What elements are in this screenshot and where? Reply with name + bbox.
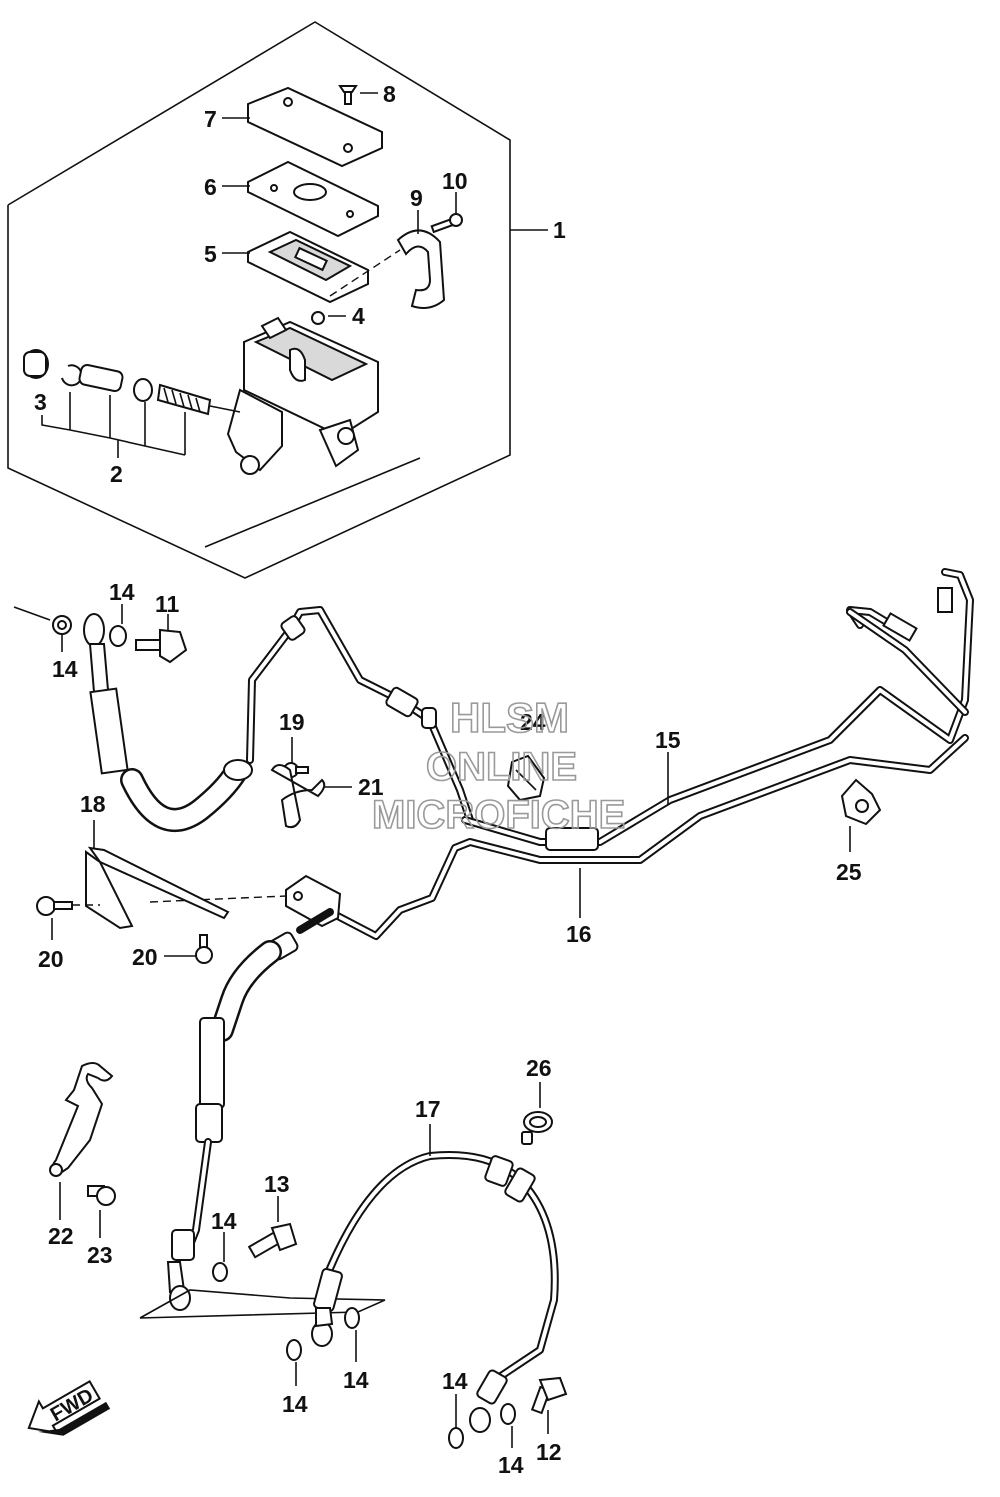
bracket-22 [49,1062,114,1220]
callout-9: 9 [410,185,423,211]
callout-22: 22 [48,1223,74,1249]
watermark-line3: MICROFICHE [372,793,625,837]
screw-10 [430,213,463,234]
callout-8: 8 [383,81,396,107]
callout-11: 11 [155,591,180,617]
washer-14-lower-left [212,1232,228,1282]
callout-14d: 14 [343,1367,369,1393]
callout-13: 13 [264,1171,290,1197]
watermark-line1: HLSM [450,694,569,741]
piston-kit [23,349,241,458]
callout-14g: 14 [498,1452,524,1478]
pipe-16 [326,606,969,940]
callouts: 1 2 3 4 5 6 7 8 9 10 11 12 13 14 14 14 1… [34,81,862,1478]
fwd-arrow-icon: FWD [27,1379,111,1436]
upper-hose [52,606,474,832]
callout-17: 17 [415,1096,441,1122]
clamp-26 [521,1082,553,1145]
callout-12: 12 [536,1439,562,1465]
callout-10: 10 [442,168,468,194]
master-cylinder-body [226,316,379,475]
watermark-line2: ONLINE [426,745,577,789]
clip-21 [270,764,352,829]
callout-1: 1 [553,217,566,243]
bolt-20-right [164,934,213,964]
clamp-25 [840,778,882,852]
callout-14c: 14 [211,1208,237,1234]
callout-20b: 20 [132,944,158,970]
hose-17 [311,1124,559,1433]
callout-14b: 14 [52,656,78,682]
callout-16: 16 [566,921,592,947]
bracket-18 [85,820,230,930]
cap-plate [247,160,379,238]
nut-4 [311,311,346,325]
callout-14f: 14 [442,1368,468,1394]
banjo-bolt-13 [247,1196,298,1259]
diaphragm [247,230,369,304]
callout-3: 3 [34,389,47,415]
callout-4: 4 [352,303,365,329]
callout-23: 23 [87,1242,113,1268]
callout-24: 24 [520,709,546,735]
callout-18: 18 [80,791,106,817]
callout-2: 2 [110,461,123,487]
bolt-23 [87,1185,116,1238]
washers-14-lower [286,1307,516,1449]
handlebar-clamp [329,229,446,309]
callout-14a: 14 [109,579,135,605]
callout-5: 5 [204,241,217,267]
banjo-bolt-11 [61,604,188,664]
reservoir-cap [247,86,383,168]
clamp-24 [506,754,546,802]
lower-hose [139,908,386,1319]
callout-26: 26 [526,1055,552,1081]
callout-7: 7 [204,106,217,132]
callout-15: 15 [655,727,681,753]
screw-8 [338,85,378,105]
assembly-outline [7,21,548,621]
banjo-bolt-12 [530,1376,568,1434]
bolt-20-left [36,896,100,940]
callout-20a: 20 [38,946,64,972]
callout-21: 21 [358,774,384,800]
callout-19: 19 [279,709,305,735]
callout-6: 6 [204,174,217,200]
callout-14e: 14 [282,1391,308,1417]
callout-25: 25 [836,859,862,885]
watermark: HLSM ONLINE MICROFICHE [371,693,626,838]
